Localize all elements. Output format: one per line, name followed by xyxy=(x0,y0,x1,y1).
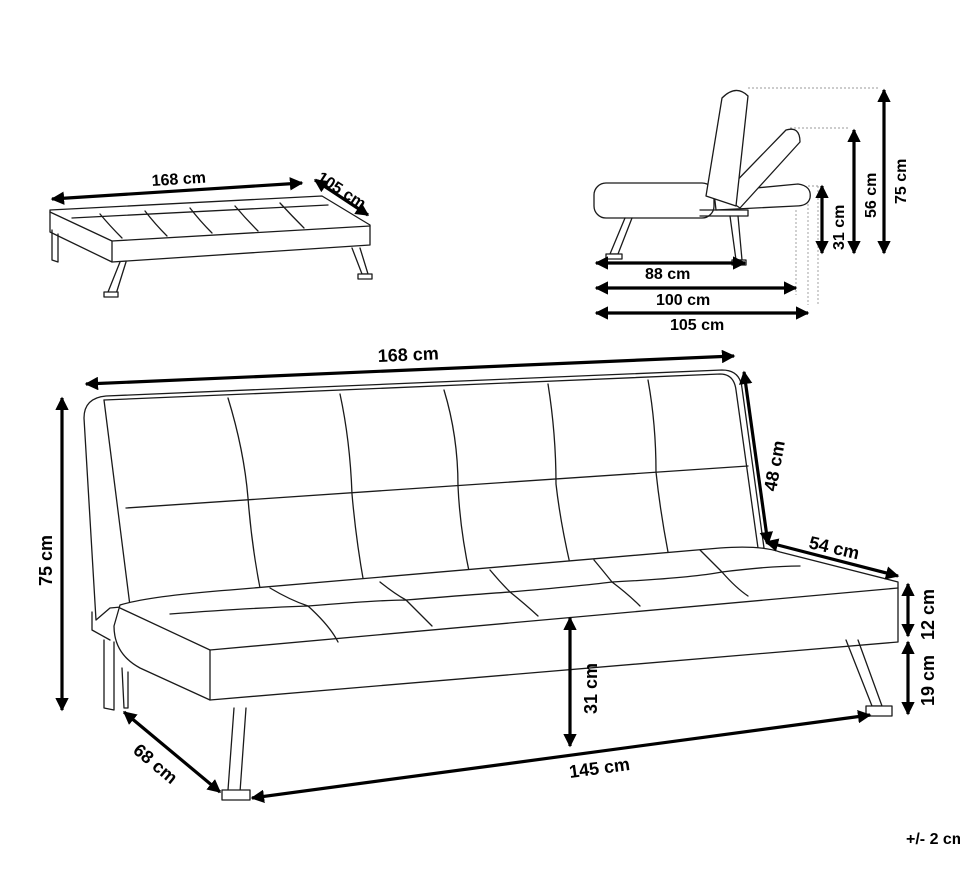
sofa-height-label: 75 cm xyxy=(36,535,56,586)
sofa-drawing xyxy=(83,369,899,801)
backrest-height-label: 48 cm xyxy=(760,439,789,493)
side-profile-drawing xyxy=(593,87,880,305)
backrest-height-dimension xyxy=(739,370,773,546)
reclined-length-label: 100 cm xyxy=(656,292,710,309)
tolerance-note: +/- 2 cm xyxy=(906,831,960,848)
leg-span-dimension xyxy=(250,709,872,804)
leg-span-label: 145 cm xyxy=(568,754,631,782)
seat-height-label: 31 cm xyxy=(581,663,601,714)
sofa-width-dimension xyxy=(84,349,736,391)
height-reclined-label: 56 cm xyxy=(863,173,880,218)
sofa-depth-dimension xyxy=(122,710,222,794)
leg-height-label: 19 cm xyxy=(918,655,938,706)
side-view: 88 cm 100 cm 105 cm 31 cm 56 cm 75 cm xyxy=(593,87,910,334)
cushion-thickness-label: 12 cm xyxy=(918,589,938,640)
flat-length-label: 105 cm xyxy=(670,317,724,334)
height-flat-label: 31 cm xyxy=(831,205,848,250)
bed-depth-dimension xyxy=(313,178,370,217)
seat-length-label: 88 cm xyxy=(645,266,690,283)
sofa-view: 168 cm 75 cm 48 cm 54 cm 12 cm 19 cm 31 … xyxy=(36,343,938,804)
bed-length-label: 168 cm xyxy=(151,170,206,190)
sofa-width-label: 168 cm xyxy=(377,343,439,366)
bed-view: 168 cm 105 cm xyxy=(49,169,373,298)
bed-length-dimension xyxy=(50,177,304,205)
height-upright-label: 75 cm xyxy=(893,159,910,204)
sofa-depth-label: 68 cm xyxy=(129,740,181,788)
seat-depth-dimension xyxy=(764,538,900,580)
bed-mattress-drawing xyxy=(49,195,373,298)
